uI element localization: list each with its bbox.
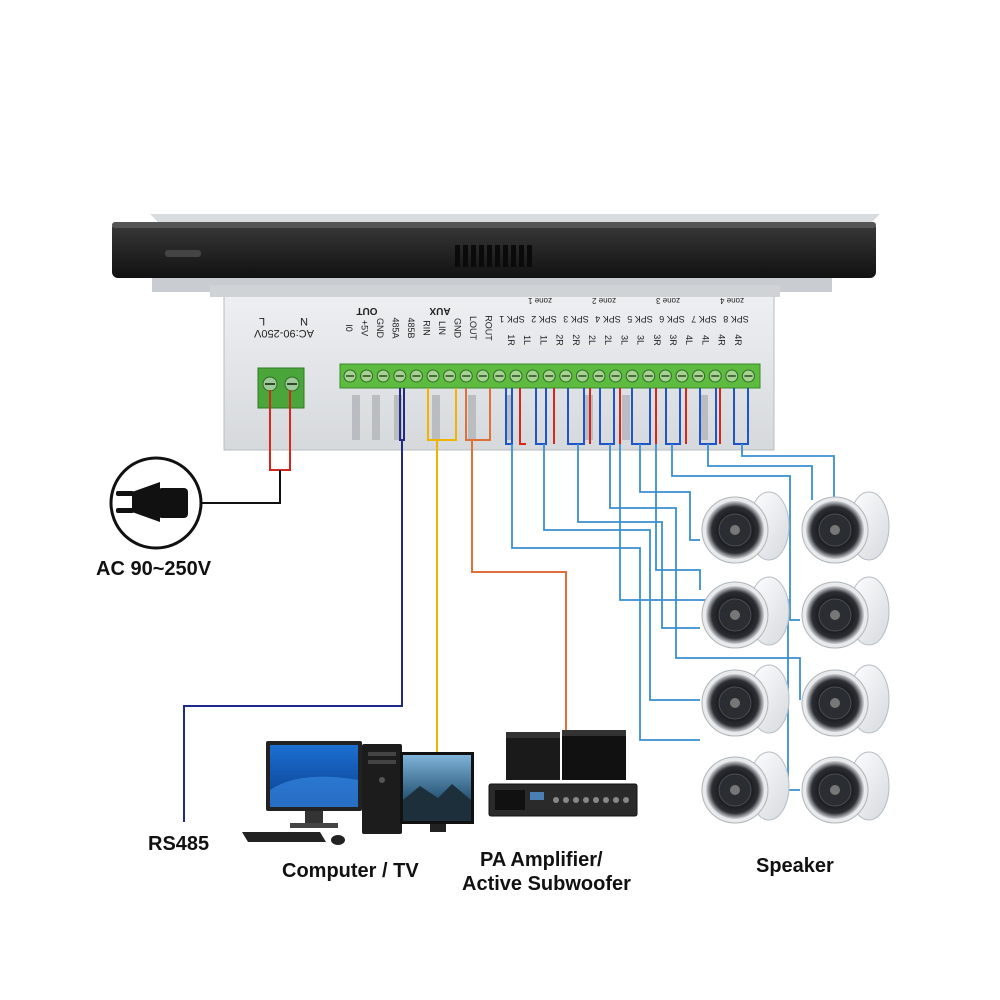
terminal-label: LIN bbox=[437, 321, 447, 335]
ceiling-speaker-icon bbox=[701, 491, 790, 564]
terminal-label: 485B bbox=[406, 317, 416, 338]
speaker-pin-label: 3L bbox=[619, 335, 629, 345]
power-l-label: L bbox=[259, 315, 265, 327]
ceiling-speaker-icon bbox=[701, 576, 790, 649]
speaker-pin-label: 3R bbox=[668, 334, 678, 346]
rs485-label: RS485 bbox=[148, 833, 210, 855]
terminal-strip bbox=[339, 363, 761, 389]
ceiling-speaker-icon bbox=[801, 751, 890, 824]
zone-label: zone 2 bbox=[591, 296, 616, 305]
ceiling-speaker-icon bbox=[801, 664, 890, 737]
speaker-channel-label: SPK 6 bbox=[659, 314, 685, 324]
speaker-pin-label: 1L bbox=[538, 335, 548, 345]
zone-label: zone 4 bbox=[719, 296, 744, 305]
speaker-channel-label: SPK 5 bbox=[627, 314, 653, 324]
speaker-pin-label: 3L bbox=[636, 335, 646, 345]
speaker-pin-label: 2L bbox=[603, 335, 613, 345]
ceiling-speaker-icon bbox=[701, 751, 790, 824]
pa-amplifier-line2: Active Subwoofer bbox=[462, 873, 631, 895]
terminal-label: RIN bbox=[422, 320, 432, 336]
speaker-channel-label: SPK 4 bbox=[595, 314, 621, 324]
terminal-label: I0 bbox=[344, 324, 354, 332]
zone-label: zone 3 bbox=[655, 296, 680, 305]
terminal-label: +5V bbox=[360, 320, 370, 336]
speaker-channel-label: SPK 2 bbox=[531, 314, 557, 324]
ac-wire-black bbox=[196, 470, 281, 504]
speaker-pin-label: 3R bbox=[652, 334, 662, 346]
zone-label: zone 1 bbox=[527, 296, 552, 305]
aux-group-label: AUX bbox=[429, 305, 450, 316]
terminal-labels: I0 +5V GND 485A 485B RIN LIN GND LOUT ROUT 1R 1L 1L 2… bbox=[344, 314, 749, 346]
power-n-label: N bbox=[300, 315, 308, 327]
ac-input-label: AC 90~250V bbox=[96, 558, 212, 580]
terminal-label: LOUT bbox=[468, 316, 478, 341]
speaker-channel-label: SPK 8 bbox=[723, 314, 749, 324]
power-plug-icon bbox=[109, 456, 203, 550]
amplifier-icon bbox=[488, 730, 638, 817]
speaker-pin-label: 2R bbox=[555, 334, 565, 346]
speaker-pin-label: 1L bbox=[522, 335, 532, 345]
aux-in-wire bbox=[427, 388, 457, 752]
terminal-label: ROUT bbox=[484, 315, 494, 341]
speaker-pin-label: 2R bbox=[571, 334, 581, 346]
speaker-pin-label: 4R bbox=[733, 334, 743, 346]
pa-amplifier-label: PA Amplifier/ Active Subwoofer bbox=[462, 848, 631, 896]
bezel-button bbox=[165, 250, 201, 257]
speaker-pin-label: 1R bbox=[506, 334, 516, 346]
speaker-pin-label: 4R bbox=[717, 334, 727, 346]
rs485-wire bbox=[183, 388, 405, 822]
out-group-label: OUT bbox=[356, 305, 377, 316]
terminal-label: GND bbox=[453, 318, 463, 339]
power-terminal-block: AC:90-250V L N bbox=[253, 315, 314, 409]
terminal-label: 485A bbox=[391, 317, 401, 338]
ceiling-speaker-icon bbox=[701, 664, 790, 737]
control-panel bbox=[112, 214, 880, 451]
computer-icon bbox=[242, 741, 474, 845]
vent-grille bbox=[455, 245, 532, 267]
ceiling-speaker-icon bbox=[801, 491, 890, 564]
speaker-pin-label: 4L bbox=[684, 335, 694, 345]
power-rating-label: AC:90-250V bbox=[253, 327, 314, 339]
computer-tv-label: Computer / TV bbox=[282, 860, 419, 882]
line-out-wire bbox=[465, 388, 567, 730]
pa-amplifier-line1: PA Amplifier/ bbox=[480, 849, 603, 871]
speaker-label: Speaker bbox=[756, 855, 834, 877]
speaker-array bbox=[701, 491, 890, 824]
terminal-label: GND bbox=[375, 318, 385, 339]
speaker-channel-label: SPK 1 bbox=[499, 314, 525, 324]
speaker-pin-label: 2L bbox=[587, 335, 597, 345]
speaker-channel-label: SPK 7 bbox=[691, 314, 717, 324]
speaker-channel-label: SPK 3 bbox=[563, 314, 589, 324]
ceiling-speaker-icon bbox=[801, 576, 890, 649]
speaker-pin-label: 4L bbox=[700, 335, 710, 345]
